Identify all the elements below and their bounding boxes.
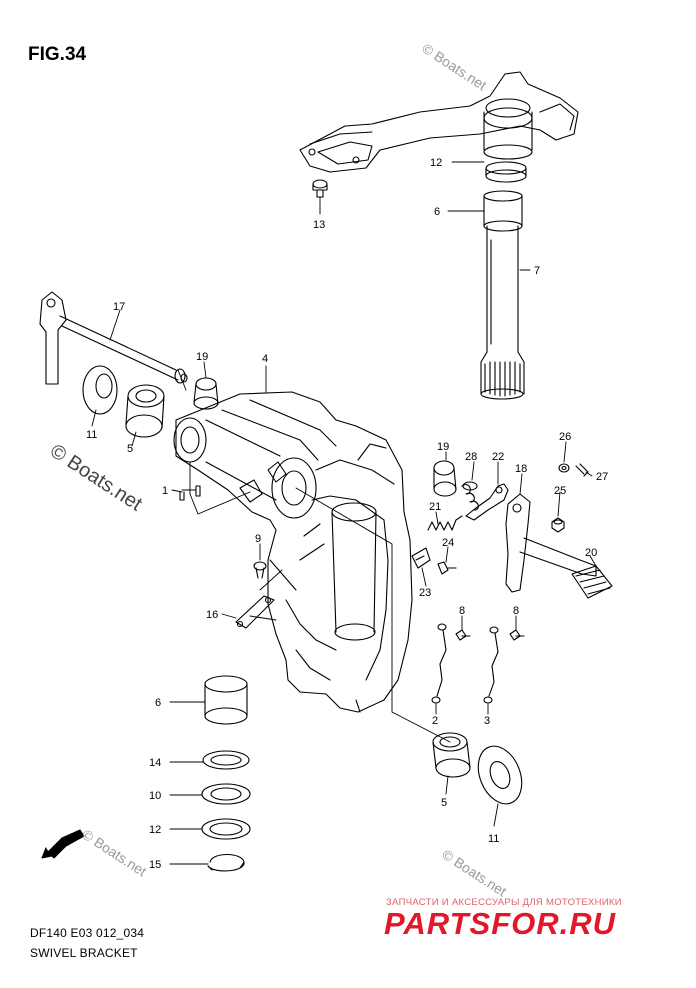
tilt-rod-17 — [39, 291, 188, 385]
callout-20: 20 — [585, 547, 597, 559]
bushing-6-upper — [483, 190, 523, 232]
ground-wire-2 — [431, 623, 447, 704]
callout-19a: 19 — [196, 351, 208, 363]
callout-8a: 8 — [459, 605, 465, 617]
washer-11-lower — [477, 745, 523, 805]
callout-25: 25 — [554, 485, 566, 497]
assembly-lines — [177, 369, 451, 743]
spring-28 — [461, 481, 479, 511]
callout-16: 16 — [206, 609, 218, 621]
callout-28: 28 — [465, 451, 477, 463]
bolt-8a-icon — [455, 629, 471, 641]
model-code: DF140 E03 012_034 — [30, 926, 145, 940]
bolt-13-icon — [312, 179, 328, 198]
spring-21 — [427, 515, 463, 531]
plate-23 — [411, 547, 431, 569]
callout-5a: 5 — [127, 443, 133, 455]
callout-labels: 12 6 7 13 17 19 4 11 5 1 19 28 22 26 27 … — [56, 157, 609, 871]
callout-7: 7 — [534, 265, 540, 277]
washer-11-left — [82, 365, 118, 415]
callout-26: 26 — [559, 431, 571, 443]
callout-24: 24 — [442, 537, 454, 549]
bushing-5-lower — [432, 732, 471, 778]
steering-arm — [299, 71, 579, 183]
lever-22 — [465, 483, 509, 521]
nut-25-icon — [551, 517, 565, 533]
callout-4: 4 — [262, 353, 268, 365]
ground-wire-3 — [483, 626, 499, 704]
callout-13: 13 — [313, 219, 325, 231]
callout-5b: 5 — [441, 797, 447, 809]
callout-9: 9 — [255, 533, 261, 545]
washer-14 — [202, 750, 250, 770]
callout-23: 23 — [419, 587, 431, 599]
washer-10 — [201, 783, 251, 805]
callout-11b: 11 — [488, 833, 499, 845]
pin-27-icon — [575, 463, 589, 477]
shop-logo[interactable]: PARTSFOR.RU — [384, 906, 617, 941]
figure-caption: SWIVEL BRACKET — [30, 946, 138, 960]
callout-8b: 8 — [513, 605, 519, 617]
callout-27: 27 — [596, 471, 608, 483]
callout-15: 15 — [149, 859, 161, 871]
steering-shaft-7 — [480, 225, 525, 400]
washer-12-lower — [201, 818, 251, 840]
callout-18: 18 — [515, 463, 527, 475]
callout-12a: 12 — [430, 157, 442, 169]
snap-ring-15 — [207, 853, 245, 872]
callout-6b: 6 — [155, 697, 161, 709]
washer-26-icon — [558, 463, 570, 473]
fwd-arrow-icon — [41, 829, 85, 859]
callout-3: 3 — [484, 715, 490, 727]
callout-14: 14 — [149, 757, 161, 769]
bolt-1-icon — [179, 485, 201, 501]
leader-lines — [91, 161, 597, 865]
callout-11a: 11 — [86, 429, 97, 441]
callout-22: 22 — [492, 451, 504, 463]
grip-20 — [571, 565, 613, 599]
callout-21: 21 — [429, 501, 441, 513]
bracket-16 — [235, 595, 275, 629]
callout-17: 17 — [113, 301, 125, 313]
callout-1: 1 — [162, 485, 168, 497]
callout-19b: 19 — [437, 441, 449, 453]
bolt-9-icon — [253, 561, 267, 579]
bolt-24-icon — [437, 561, 457, 575]
figure-title: FIG.34 — [28, 44, 87, 65]
bushing-5-left — [125, 384, 165, 438]
swivel-bracket-4 — [173, 391, 413, 713]
shop-subtitle: ЗАПЧАСТИ И АКСЕССУАРЫ ДЛЯ МОТОТЕХНИКИ — [386, 897, 622, 908]
callout-12b: 12 — [149, 824, 161, 836]
bushing-6-lower — [204, 675, 248, 725]
callout-6a: 6 — [434, 206, 440, 218]
bushing-19-right — [433, 460, 457, 497]
tilt-lock-lever-18 — [505, 493, 597, 593]
bolt-8b-icon — [509, 629, 525, 641]
callout-10: 10 — [149, 790, 161, 802]
callout-2: 2 — [432, 715, 438, 727]
